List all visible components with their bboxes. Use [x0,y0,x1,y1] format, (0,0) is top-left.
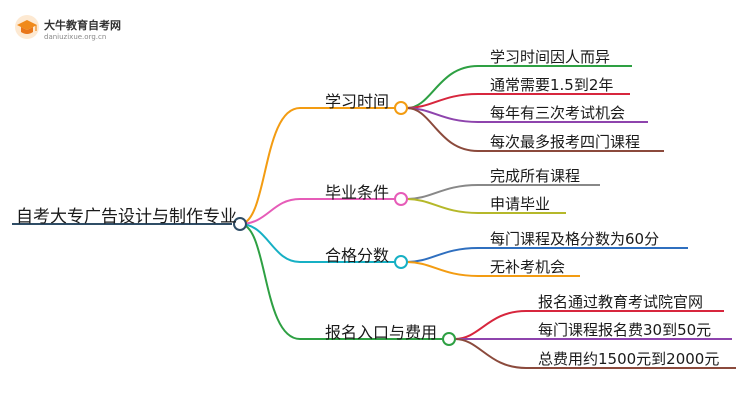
branch-label-registration: 报名入口与费用 [325,323,438,342]
branch-connector-1 [239,107,301,225]
branch-node-dot-3 [394,255,408,269]
branch-label-graduation: 毕业条件 [325,183,390,202]
logo-title: 大牛教育自考网 [44,19,121,32]
branch-label-passing-score: 合格分数 [325,246,390,265]
leaf-label: 每年有三次考试机会 [490,104,626,122]
leaf-label: 每次最多报考四门课程 [490,133,641,151]
leaf-label: 完成所有课程 [490,167,581,185]
leaf-connector-1-4 [406,107,479,152]
leaf-label: 申请毕业 [490,195,551,213]
leaf-connector-4-3 [454,338,527,369]
leaf-connector-2-1 [406,184,479,200]
leaf-connector-4-1 [454,310,527,340]
leaf-label: 每门课程及格分数为60分 [490,230,660,248]
branch-node-dot-4 [442,332,456,346]
leaf-label: 总费用约1500元到2000元 [538,350,720,368]
branch-label-study-time: 学习时间 [325,92,390,111]
leaf-label: 无补考机会 [490,258,566,276]
branch-node-dot-2 [394,192,408,206]
leaf-label: 报名通过教育考试院官网 [538,293,704,311]
leaf-connector-3-1 [406,247,479,263]
leaf-label: 每门课程报名费30到50元 [538,321,712,339]
logo-url: daniuzixue.org.cn [44,33,107,41]
graduation-cap-icon [15,15,39,39]
branch-connector-4 [239,223,301,340]
root-node-dot [233,217,247,231]
branch-connector-3 [239,223,301,263]
branch-connector-2 [239,198,301,225]
branch-node-dot-1 [394,101,408,115]
leaf-connector-1-1 [406,65,479,109]
leaf-connector-3-2 [406,261,479,277]
leaf-label: 通常需要1.5到2年 [490,76,614,94]
root-label: 自考大专广告设计与制作专业 [16,207,237,227]
leaf-connector-2-2 [406,198,479,214]
leaf-label: 学习时间因人而异 [490,48,611,66]
